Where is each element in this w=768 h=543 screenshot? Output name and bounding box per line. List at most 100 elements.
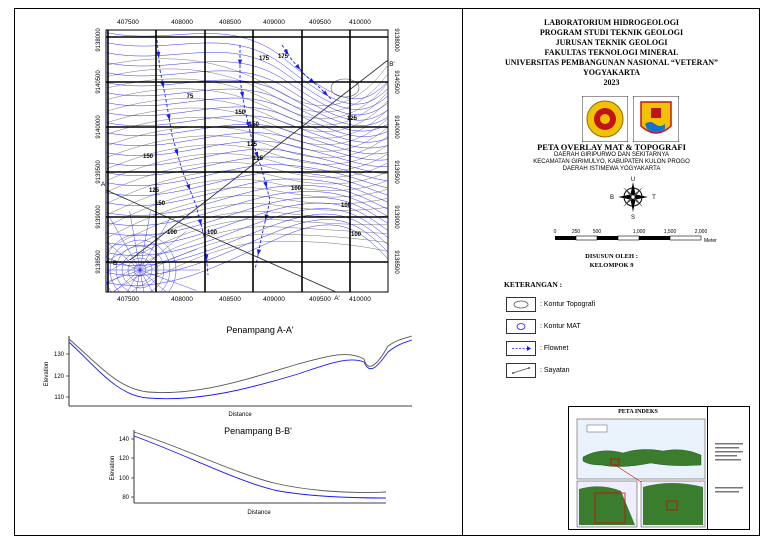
scale-tick-label: 250 xyxy=(572,229,581,235)
y-tick-label-left: 9140500 xyxy=(96,70,102,94)
section-bb-title: Penampang B-B' xyxy=(224,426,292,436)
flow-arrow xyxy=(254,151,259,158)
flowline xyxy=(156,39,209,276)
section-line-aa xyxy=(106,189,338,292)
flow-arrow xyxy=(322,90,329,97)
flow-arrow xyxy=(283,48,289,55)
map-title: PETA OVERLAY MAT & TOPOGRAFI xyxy=(537,142,686,152)
topo-contour xyxy=(330,78,360,98)
contour-label: 100 xyxy=(167,230,178,236)
x-tick-label-top: 410000 xyxy=(349,19,371,26)
compass-south: S xyxy=(631,215,635,220)
contour-label: 125 xyxy=(347,116,358,122)
section-line-swatch xyxy=(506,363,536,378)
contour-label: 150 xyxy=(249,122,260,128)
flow-arrow xyxy=(174,149,179,156)
flow-arrow xyxy=(197,219,202,226)
contour-label: 125 xyxy=(247,142,258,148)
mat-contour xyxy=(106,32,388,100)
mat-contour xyxy=(106,79,388,126)
mat-contour xyxy=(106,202,388,246)
flowline xyxy=(281,44,333,101)
section-aa-chart: 130 120 110 Distance Elevation xyxy=(44,335,413,418)
mat-contour xyxy=(106,88,388,132)
flow-arrow xyxy=(156,51,161,58)
subtitle-line-1: DAERAH GIRIPURWO DAN SEKITARNYA xyxy=(553,152,670,158)
aa-ytick-label: 110 xyxy=(54,395,64,401)
university-logo xyxy=(582,96,628,142)
topo-contour xyxy=(106,98,388,132)
section-bb-ylabel: Elevation xyxy=(110,456,116,481)
index-map-graphics xyxy=(576,418,706,528)
section-label-b-prime: B' xyxy=(389,61,395,68)
y-tick-label-left: 9138000 xyxy=(96,28,102,52)
mat-contour xyxy=(106,132,388,161)
index-map-title: PETA INDEKS xyxy=(618,409,658,415)
topo-contour xyxy=(106,78,388,119)
contour-label: 150 xyxy=(143,154,154,160)
x-tick-label-bottom: 410000 xyxy=(349,296,371,303)
y-tick-label-right: 9140000 xyxy=(393,115,399,139)
x-tick-label-bottom: 409500 xyxy=(309,296,331,303)
flow-arrow xyxy=(237,59,243,66)
panel-divider xyxy=(462,8,463,536)
topo-contour xyxy=(106,126,388,152)
subtitle-line-2: KECAMATAN GIRIMULYO, KABUPATEN KULON PRO… xyxy=(533,159,690,165)
section-aa-ylabel: Elevation xyxy=(44,362,50,387)
compass-east: T xyxy=(652,195,656,201)
aa-ytick-label: 130 xyxy=(54,352,65,358)
inst-line-7: 2023 xyxy=(603,78,620,87)
scale-tick-label: 500 xyxy=(593,229,602,235)
inst-line-6: YOGYAKARTA xyxy=(582,68,641,77)
map-frame xyxy=(14,8,760,536)
mat-contour xyxy=(106,208,388,256)
mat-contour xyxy=(139,269,145,292)
legend-label-section: : Sayatan xyxy=(540,367,570,374)
topo-contour-swatch xyxy=(506,297,536,312)
bb-ytick-label: 80 xyxy=(122,495,129,501)
contour-label: 175 xyxy=(278,54,289,60)
y-tick-label-left: 9139000 xyxy=(96,205,102,229)
author-block: DISUSUN OLEH : KELOMPOK 9 xyxy=(463,252,760,270)
legend-label-flow: : Flownet xyxy=(540,345,569,352)
legend-item-topo: : Kontur Topografi xyxy=(506,297,595,312)
mat-contour xyxy=(106,42,388,105)
map-subtitle: DAERAH GIRIPURWO DAN SEKITARNYA KECAMATA… xyxy=(463,152,760,173)
mat-contour xyxy=(115,245,165,292)
scale-tick-label: 2,000 xyxy=(695,229,708,235)
scale-tick-label: 0 xyxy=(554,229,557,235)
legend-title: KETERANGAN : xyxy=(504,280,563,289)
compass-west: B xyxy=(610,195,614,201)
mat-contour xyxy=(106,106,388,143)
x-tick-label-top: 408000 xyxy=(171,19,193,26)
flow-arrow xyxy=(263,181,268,188)
section-aa-title: Penampang A-A' xyxy=(226,325,294,335)
contour-label: 100 xyxy=(341,203,352,209)
section-aa-xlabel: Distance xyxy=(228,412,252,418)
scale-tick-label: 1,000 xyxy=(633,229,646,235)
mat-contour xyxy=(106,224,388,286)
flow-arrow xyxy=(257,249,262,256)
mat-contour xyxy=(127,269,141,292)
y-tick-label-right: 9139500 xyxy=(393,160,399,184)
bb-ytick-label: 140 xyxy=(119,437,130,443)
x-tick-label-bottom: 408000 xyxy=(171,296,193,303)
topo-contour xyxy=(106,135,388,159)
mat-contour xyxy=(133,263,147,277)
flownet-swatch xyxy=(506,341,536,356)
topo-contour xyxy=(106,162,388,193)
legend-label-topo: : Kontur Topografi xyxy=(540,301,596,308)
x-tick-label-top: 408500 xyxy=(219,19,241,26)
aa-ytick-label: 120 xyxy=(54,374,65,380)
flow-arrow xyxy=(160,81,165,88)
contour-label: 125 xyxy=(253,156,264,162)
x-tick-label-top: 409000 xyxy=(263,19,285,26)
legend-item-mat: : Kontur MAT xyxy=(506,319,581,334)
x-tick-label-bottom: 408500 xyxy=(219,296,241,303)
x-tick-label-top: 407500 xyxy=(117,19,139,26)
inst-line-2: PROGRAM STUDI TEKNIK GEOLOGI xyxy=(539,28,684,37)
mat-contour xyxy=(106,191,388,226)
topo-contour xyxy=(106,107,388,139)
